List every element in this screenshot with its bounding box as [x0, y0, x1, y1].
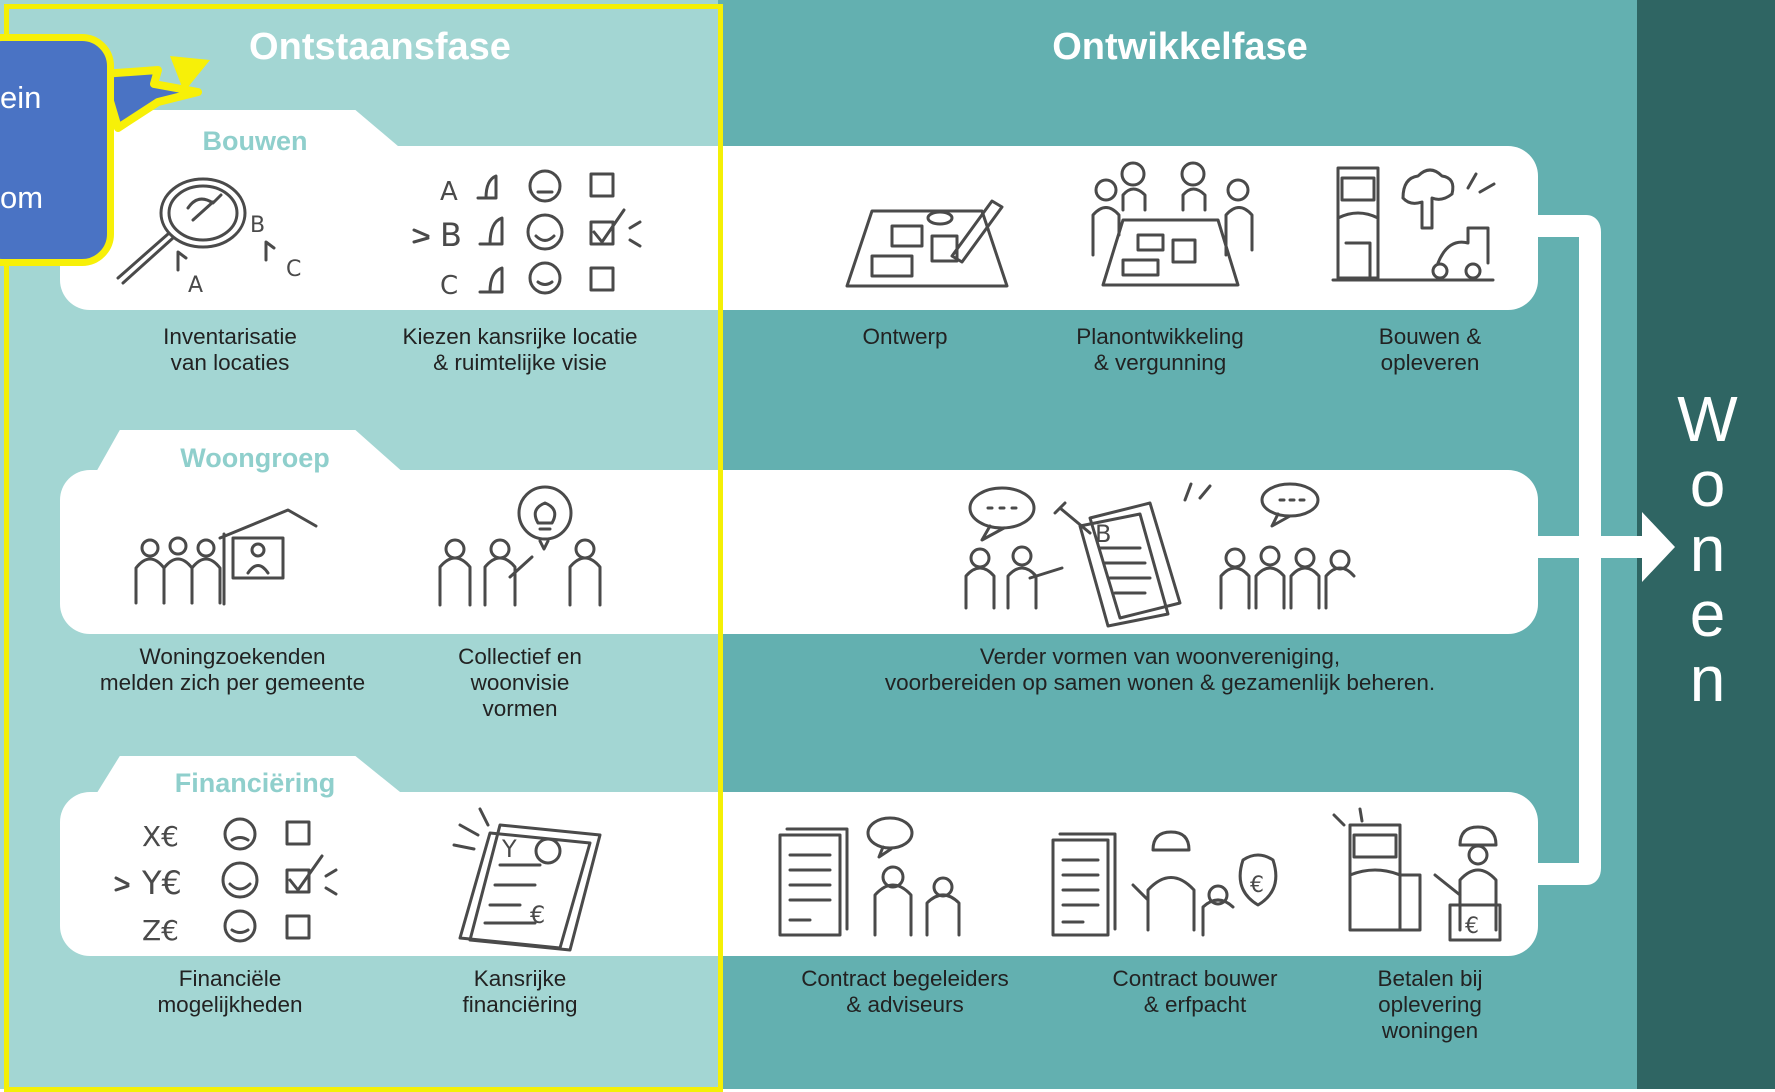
svg-text:A: A	[188, 273, 203, 298]
advisors-contract-icon	[775, 815, 975, 940]
woonvereniging-icon: B	[960, 478, 1360, 628]
sketch-letter-y: Y€	[141, 864, 182, 902]
financial-options-icon: X€ Y€ Z€	[112, 810, 352, 950]
builder-contract-icon: €	[1048, 820, 1288, 940]
plan-meeting-icon	[1078, 160, 1268, 290]
caption-kiezen: Kiezen kansrijke locatie & ruimtelijke v…	[402, 324, 638, 375]
caption-woningzoekenden: Woningzoekenden melden zich per gemeente	[99, 644, 366, 695]
sketch-letter-x: X€	[142, 820, 179, 853]
svg-text:B: B	[250, 213, 265, 238]
financiering-band	[60, 792, 1538, 956]
caption-verder-vormen: Verder vormen van woonvereniging, voorbe…	[884, 644, 1436, 695]
caption-inventarisatie: Inventarisatie van locaties	[163, 324, 297, 375]
woongroep-tab	[95, 430, 405, 474]
ontstaansfase-title: Ontstaansfase	[249, 26, 511, 68]
callout-line-2: om	[0, 180, 44, 215]
bouwen-label: Bouwen	[202, 126, 308, 156]
caption-ontwerp: Ontwerp	[862, 324, 948, 349]
magnifier-map-icon: B A C	[116, 168, 318, 298]
sketch-letter-b: B	[440, 216, 462, 254]
design-map-icon	[842, 196, 1012, 291]
caption-collectief: Collectief en woonvisie vormen	[458, 644, 582, 721]
caption-bouwen-opleveren: Bouwen & opleveren	[1378, 324, 1482, 375]
location-choice-icon: A B C	[408, 166, 648, 306]
woongroep-label: Woongroep	[180, 443, 330, 473]
sketch-letter-c: C	[440, 271, 458, 301]
financiering-tab	[95, 756, 405, 796]
financiering-label: Financiëring	[174, 768, 336, 798]
svg-text:€: €	[530, 901, 545, 929]
caption-betalen: Betalen bij oplevering woningen	[1377, 966, 1483, 1043]
connector-arrow	[1538, 215, 1675, 885]
ontwikkelfase-title: Ontwikkelfase	[1052, 26, 1308, 68]
caption-financiele: Financiële mogelijkheden	[157, 966, 303, 1017]
collective-vision-icon	[430, 485, 610, 610]
caption-kansrijke-financiering: Kansrijke financiëring	[462, 966, 578, 1017]
caption-contract-bouwer: Contract bouwer & erfpacht	[1112, 966, 1278, 1017]
svg-text:€: €	[1250, 873, 1264, 898]
callout-pointer	[98, 56, 210, 132]
sketch-letter-a: A	[440, 177, 458, 207]
bouwen-tab	[95, 110, 405, 152]
callout-line-1: ein	[0, 80, 42, 115]
construction-icon	[1328, 158, 1498, 288]
callout-bubble	[0, 34, 114, 266]
svg-text:Y: Y	[501, 835, 517, 863]
caption-contract-begeleiders: Contract begeleiders & adviseurs	[801, 966, 1009, 1017]
financing-docs-icon: Y €	[450, 805, 610, 952]
bouwen-band	[60, 146, 1538, 310]
house-seekers-icon	[128, 498, 318, 608]
svg-text:C: C	[286, 257, 301, 282]
payment-delivery-icon: €	[1330, 805, 1520, 945]
svg-text:B: B	[1095, 520, 1111, 548]
sketch-letter-z: Z€	[142, 914, 179, 947]
caption-planontwikkeling: Planontwikkeling & vergunning	[1076, 324, 1244, 375]
svg-text:€: €	[1465, 914, 1479, 939]
